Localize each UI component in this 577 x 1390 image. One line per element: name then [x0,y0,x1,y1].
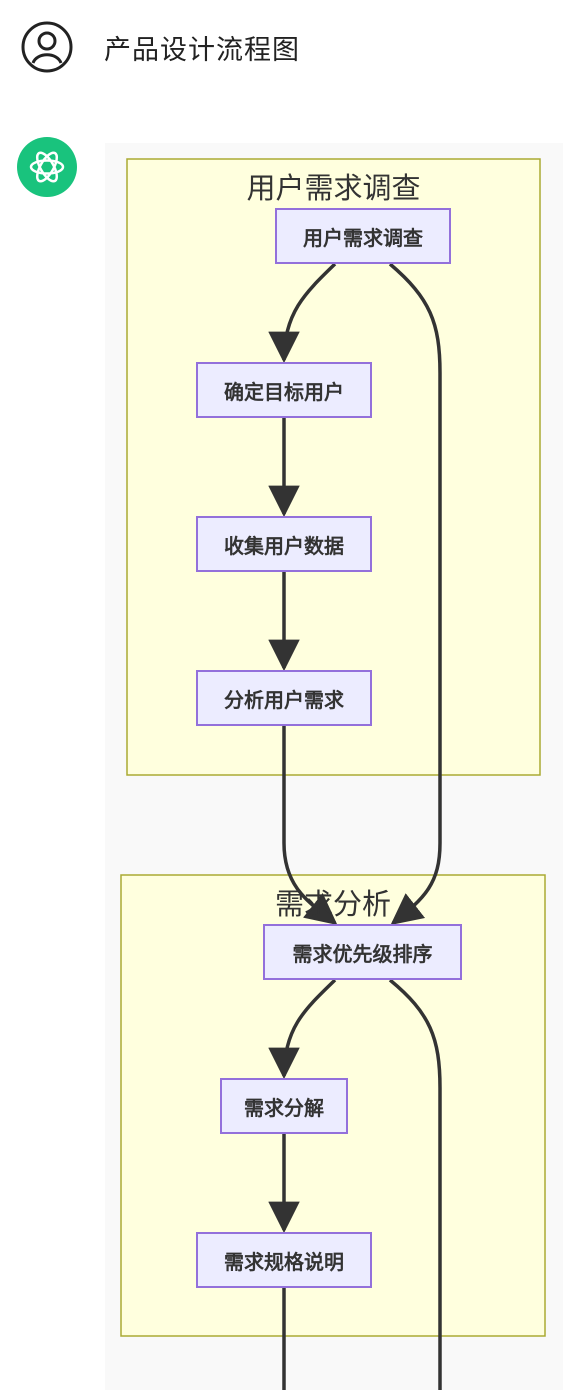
flowchart-svg [120,158,546,1390]
cluster-title-requirement-analysis: 需求分析 [274,887,391,921]
edge-n1-n5 [388,262,442,925]
node-user-research: 用户需求调查 [275,208,451,264]
user-message: 产品设计流程图 [104,35,300,66]
edge-n5-out [388,978,442,1390]
node-decompose: 需求分解 [220,1078,348,1134]
node-analyze-needs: 分析用户需求 [196,670,372,726]
edge-n4-n5 [282,726,338,925]
node-specification: 需求规格说明 [196,1232,372,1288]
node-target-users: 确定目标用户 [196,362,372,418]
node-prioritize: 需求优先级排序 [263,924,462,980]
cluster-title-user-research: 用户需求调查 [246,171,421,205]
edge-n1-n2 [268,262,337,364]
assistant-avatar-icon [17,137,77,197]
edge-n5-n6 [268,978,337,1080]
user-avatar-icon [21,21,73,73]
node-collect-data: 收集用户数据 [196,516,372,572]
flowchart-canvas: 用户需求调查 需求分析 用户需求调查 确定目标用户 收集用户数据 分析用户需求 … [105,143,563,1390]
